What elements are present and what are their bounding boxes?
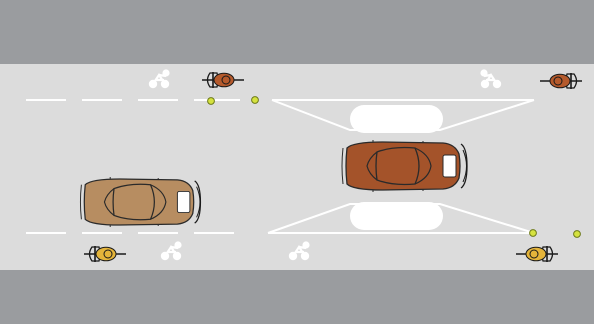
road-surface bbox=[0, 64, 594, 270]
car-brown bbox=[341, 139, 468, 193]
signal-dot bbox=[529, 229, 537, 237]
signal-dots bbox=[207, 96, 581, 238]
kerb-band-bottom bbox=[0, 270, 594, 324]
kerb-band-top bbox=[0, 0, 594, 64]
signal-dot bbox=[251, 96, 259, 104]
refuge-island-bottom bbox=[350, 202, 443, 230]
signal-dot bbox=[573, 230, 581, 238]
signal-dot bbox=[207, 97, 215, 105]
car-tan bbox=[79, 176, 202, 228]
refuge-island-top bbox=[350, 105, 443, 133]
